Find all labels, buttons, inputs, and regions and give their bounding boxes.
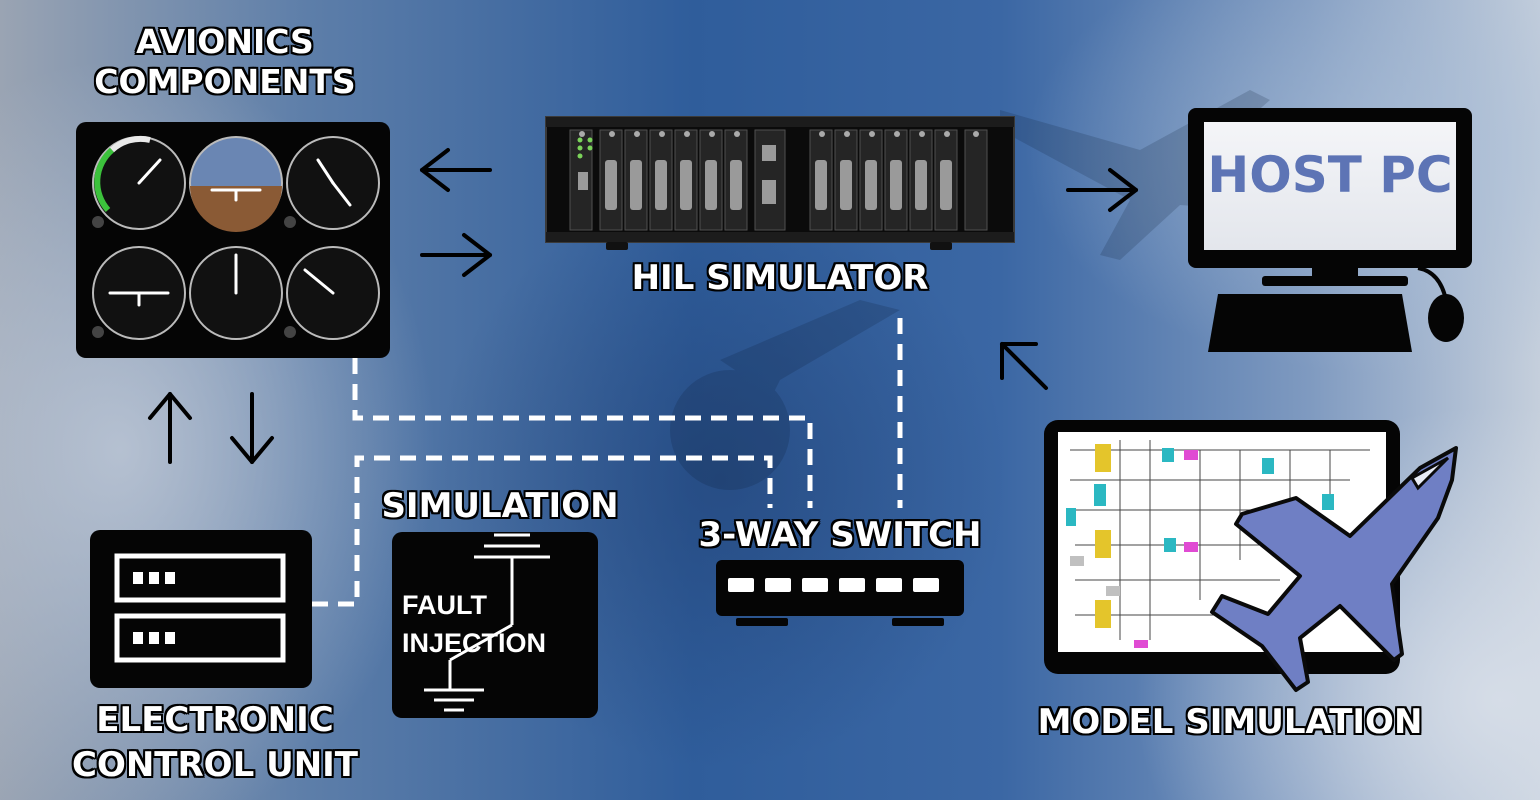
ecu-label: ELECTRONIC CONTROL UNIT <box>40 698 390 788</box>
network-switch-icon <box>716 560 964 626</box>
keyboard-icon <box>1208 294 1412 352</box>
fault-text-line2: INJECTION <box>402 628 547 658</box>
fault-injection-icon <box>392 532 598 718</box>
arrow-ecu-to-avionics <box>148 392 192 464</box>
simulation-label: SIMULATION <box>381 486 619 526</box>
fault-text-line1: FAULT <box>402 590 487 620</box>
arrow-model-to-hil <box>1000 342 1048 390</box>
host-pc-monitor-icon <box>1188 108 1472 286</box>
connector-avionics-to-switch <box>352 358 813 508</box>
arrow-avionics-to-hil <box>420 233 492 277</box>
dashed-connectors <box>312 318 903 607</box>
three-way-switch-label: 3-WAY SWITCH <box>698 515 982 555</box>
arrows <box>148 148 1138 464</box>
connector-ecu-to-switch <box>312 455 773 607</box>
arrow-avionics-to-ecu <box>230 392 274 464</box>
model-simulation-label: MODEL SIMULATION <box>1037 702 1423 742</box>
ecu-label-line1: ELECTRONIC <box>96 700 334 740</box>
avionics-components-label: AVIONICS COMPONENTS <box>70 22 380 102</box>
fighter-jet-icon <box>1210 446 1458 692</box>
mouse-icon <box>1417 266 1464 342</box>
avionics-label-line1: AVIONICS <box>136 22 314 61</box>
ecu-server-icon <box>90 530 312 688</box>
arrow-hil-to-avionics <box>420 148 492 192</box>
host-pc-screen-text: HOST PC <box>1207 146 1453 204</box>
avionics-instrument-panel-icon <box>76 122 390 358</box>
hil-simulator-label: HIL SIMULATOR <box>631 258 929 298</box>
hil-simulator-chassis-icon <box>545 116 1015 250</box>
fault-injection-text: FAULT INJECTION <box>402 586 592 662</box>
avionics-label-line2: COMPONENTS <box>94 62 356 101</box>
arrow-hil-to-host <box>1066 168 1138 212</box>
ecu-label-line2: CONTROL UNIT <box>72 745 358 785</box>
